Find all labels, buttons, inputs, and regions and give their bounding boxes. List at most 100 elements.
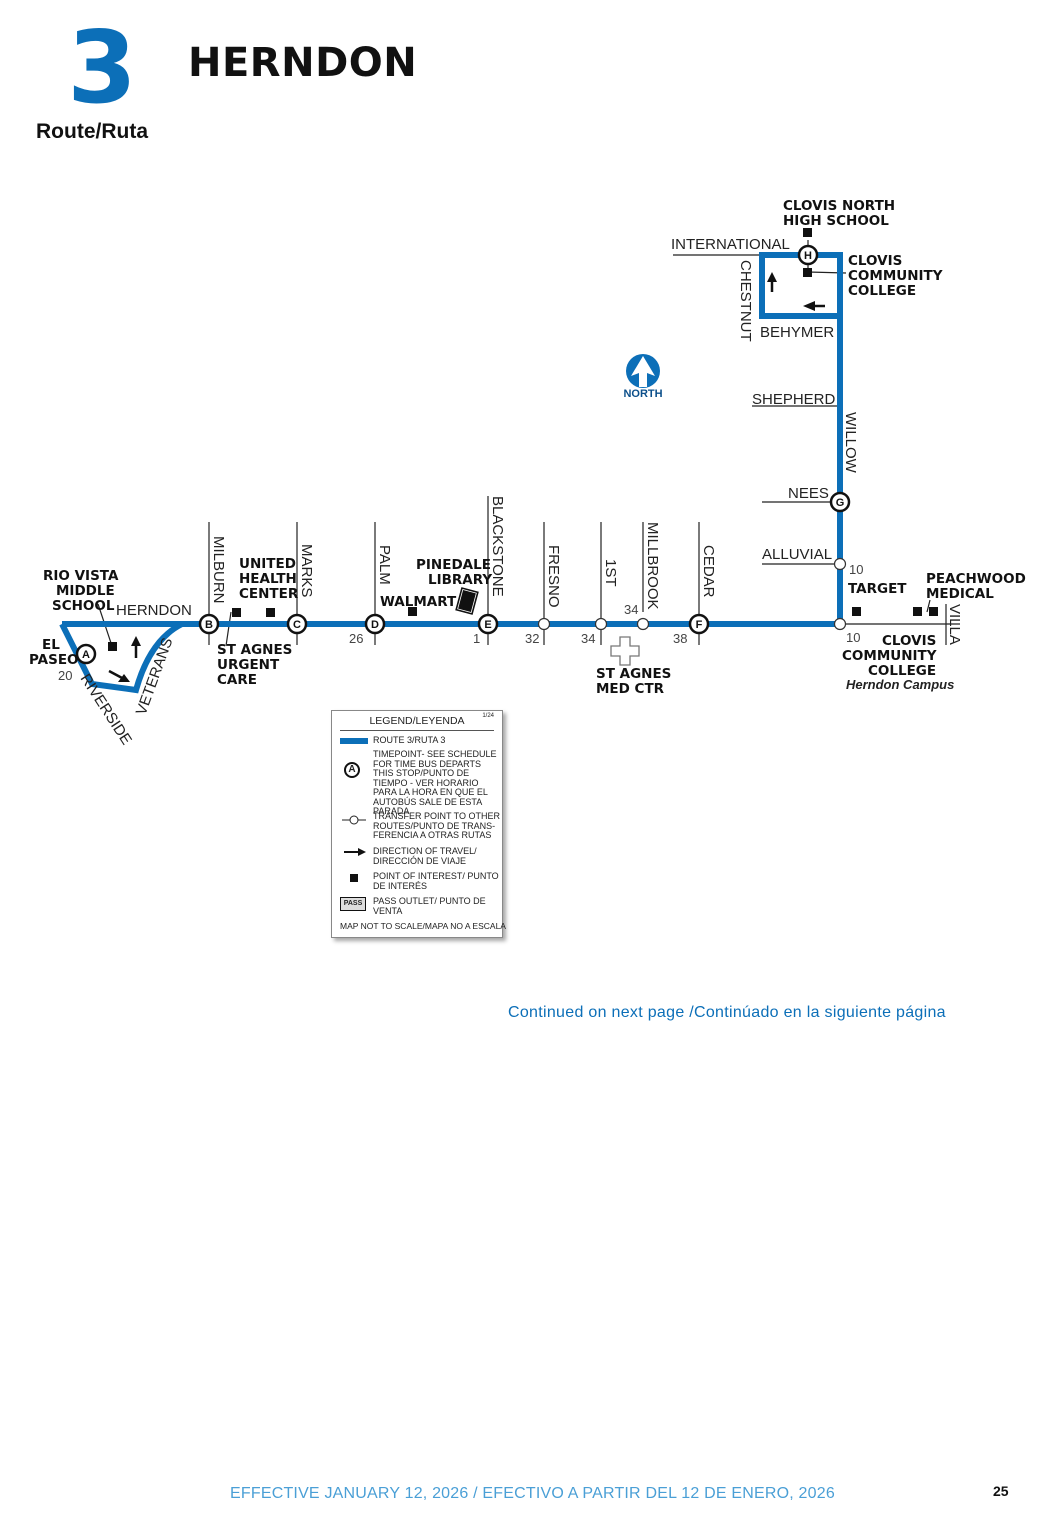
poi-st-agnes-med-1: ST AGNES [596,666,671,682]
timepoint-c: C [293,619,301,631]
poi-peachwood-2: MEDICAL [926,586,994,602]
poi-clovis-north-2: HIGH SCHOOL [783,213,889,229]
poi-target: TARGET [848,581,907,597]
timepoint-g: G [836,497,845,509]
timepoint-f: F [696,619,703,631]
transfer-point-icon [537,557,847,631]
poi-rio-vista-1: RIO VISTA [43,568,119,584]
legend-footer: MAP NOT TO SCALE/MAPA NO A ESCALA [340,921,506,931]
transfer-route-26: 26 [349,631,363,646]
transfer-route-34-1st: 34 [581,631,595,646]
legend-date: 1/24 [482,713,494,719]
direction-arrow-icon [340,847,368,859]
timepoint-circle-icon: A B C D E F G H [75,244,851,665]
poi-el-paseo-1: EL [42,637,60,653]
poi-labels: RIO VISTA MIDDLE SCHOOL EL PASEO UNITED … [29,198,1026,697]
poi-walmart: WALMART [380,594,457,610]
continued-note: Continued on next page /Continúado en la… [508,1004,946,1021]
legend-divider [340,730,494,731]
street-blackstone: BLACKSTONE [489,496,506,597]
transfer-point-icon [340,814,368,828]
transfer-route-20: 20 [58,668,72,683]
street-cedar: CEDAR [700,545,717,598]
legend-row-poi: POINT OF INTEREST/ PUNTO DE INTERÉS [340,871,499,894]
transfer-route-34-millbrook: 34 [624,602,638,617]
poi-pinedale-2: LIBRARY [428,572,492,588]
poi-square-icon [340,874,368,882]
route-map: A B C D E F G H NORTH HERNDON ALLUVIAL N… [29,198,1026,748]
poi-clovis-cc-2: COMMUNITY [848,268,943,284]
street-riverside: RIVERSIDE [77,671,135,748]
poi-st-agnes-urgent-3: CARE [217,672,257,688]
direction-arrow-icon [108,272,825,682]
route-number: 3 [67,9,137,126]
poi-peachwood-1: PEACHWOOD [926,571,1026,587]
map-legend: LEGEND/LEYENDA 1/24 ROUTE 3/RUTA 3 A TIM… [331,710,506,938]
legend-row-direction: DIRECTION OF TRAVEL/ DIRECCIÓN DE VIAJE [340,846,498,869]
poi-pinedale-1: PINEDALE [416,557,491,573]
legend-title: LEGEND/LEYENDA [369,715,465,727]
legend-row-transfer: TRANSFER POINT TO OTHER ROUTES/PUNTO DE … [340,811,501,844]
page-number: 25 [993,1483,1009,1499]
street-herndon: HERNDON [116,602,192,619]
street-milburn: MILBURN [210,536,227,604]
street-1st: 1ST [602,559,619,587]
street-behymer: BEHYMER [760,324,834,341]
transfer-route-38: 38 [673,631,687,646]
poi-st-agnes-urgent-1: ST AGNES [217,642,292,658]
street-villa: VILLA [946,604,963,645]
north-arrow-icon: NORTH [623,354,663,400]
legend-poi-text: POINT OF INTEREST/ PUNTO DE INTERÉS [373,871,499,891]
street-nees: NEES [788,485,829,502]
street-palm: PALM [376,545,393,585]
legend-pass-text: PASS OUTLET/ PUNTO DE VENTA [373,896,486,916]
timepoint-e: E [484,619,491,631]
timepoint-h: H [804,250,812,262]
poi-clovis-cc-1: CLOVIS [848,253,902,269]
timepoint-circle-icon: A [340,762,368,778]
poi-clovis-cc-herndon-1: CLOVIS [882,633,936,649]
street-international: INTERNATIONAL [671,236,790,253]
poi-st-agnes-urgent-2: URGENT [217,657,280,673]
legend-timepoint-symbol: A [344,762,360,778]
timepoint-b: B [205,619,213,631]
poi-rio-vista-3: SCHOOL [52,598,115,614]
poi-clovis-cc-herndon-2: COMMUNITY [842,648,937,664]
poi-el-paseo-2: PASEO [29,652,79,668]
street-shepherd: SHEPHERD [752,391,836,408]
poi-clovis-cc-3: COLLEGE [848,283,916,299]
poi-herndon-campus: Herndon Campus [846,677,954,692]
street-willow: WILLOW [842,412,859,474]
page-title: HERNDON [188,40,418,86]
transfer-route-32: 32 [525,631,539,646]
legend-timepoint-text: TIMEPOINT- SEE SCHEDULE FOR TIME BUS DEP… [373,749,497,816]
effective-date: EFFECTIVE JANUARY 12, 2026 / EFECTIVO A … [230,1485,835,1502]
poi-rio-vista-2: MIDDLE [56,583,115,599]
transfer-route-10-alluvial: 10 [849,562,863,577]
route-line [59,252,843,694]
legend-route-text: ROUTE 3/RUTA 3 [373,735,446,745]
legend-row-timepoint: A TIMEPOINT- SEE SCHEDULE FOR TIME BUS D… [340,749,498,816]
street-millbrook: MILLBROOK [644,522,661,610]
legend-row-pass: PASS PASS OUTLET/ PUNTO DE VENTA [340,896,498,919]
poi-united-health-2: HEALTH [239,571,297,587]
street-marks: MARKS [298,544,315,597]
street-chestnut: CHESTNUT [737,260,754,342]
poi-clovis-cc-herndon-3: COLLEGE [868,663,936,679]
street-alluvial: ALLUVIAL [762,546,832,563]
route-swatch [340,738,368,744]
poi-square-icon [108,228,938,651]
poi-united-health-3: CENTER [239,586,299,602]
legend-direction-text: DIRECTION OF TRAVEL/ DIRECCIÓN DE VIAJE [373,846,477,866]
poi-clovis-north-1: CLOVIS NORTH [783,198,895,214]
poi-united-health-1: UNITED [239,556,296,572]
route-label: Route/Ruta [36,120,148,143]
hospital-cross-icon [610,636,640,666]
legend-row-route: ROUTE 3/RUTA 3 [340,735,498,748]
legend-transfer-text: TRANSFER POINT TO OTHER ROUTES/PUNTO DE … [373,811,501,840]
street-fresno: FRESNO [545,545,562,608]
library-book-icon [455,587,479,615]
transfer-route-10-willow: 10 [846,630,860,645]
legend-pass-symbol: PASS [340,897,366,911]
poi-st-agnes-med-2: MED CTR [596,681,665,697]
